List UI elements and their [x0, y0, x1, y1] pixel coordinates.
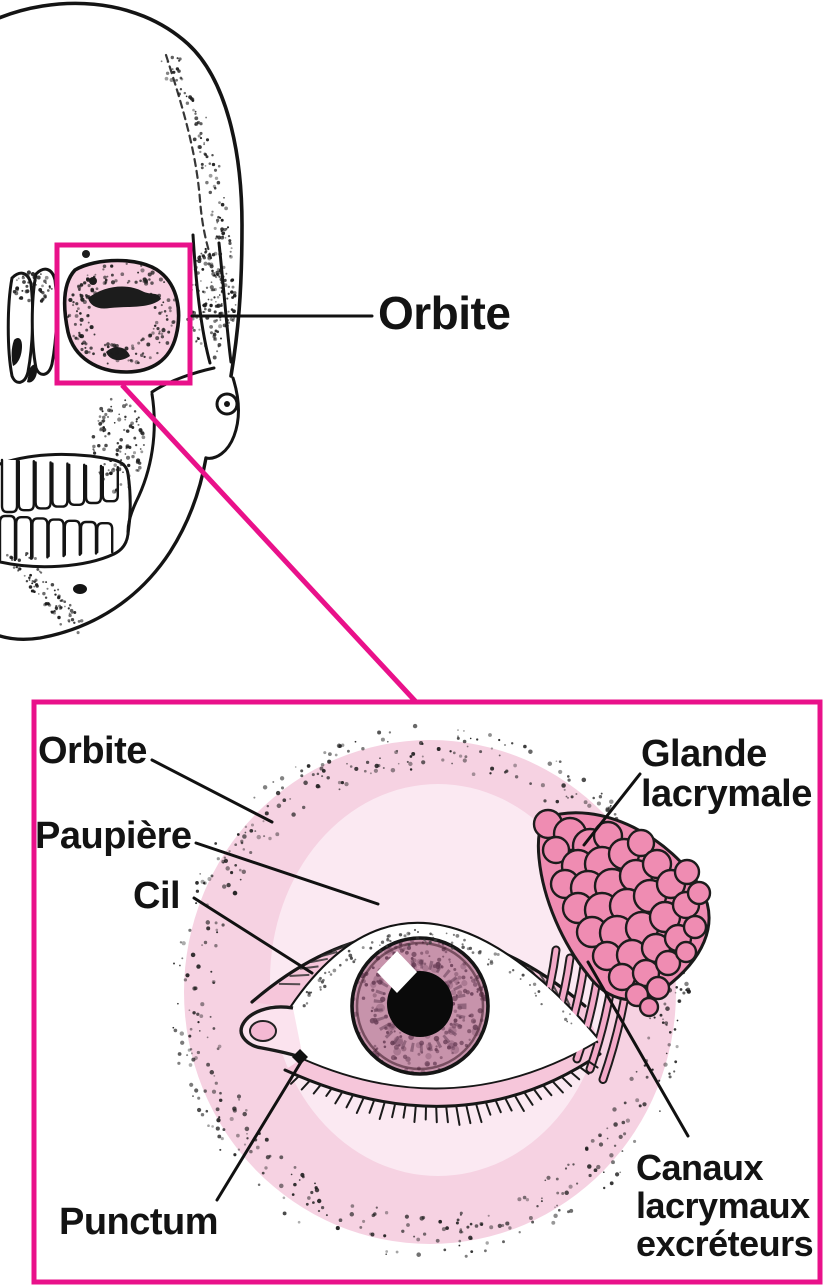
label-orbite-eye: Orbite [38, 730, 147, 772]
label-glande-lacrymale: Glande lacrymale [641, 733, 812, 816]
ear-canal-center [224, 401, 230, 407]
stipple-texture-ring [172, 723, 691, 1258]
leader-lines [150, 314, 690, 1202]
mastoid-outline [204, 376, 240, 460]
eye-panel [31, 699, 823, 1285]
leader-paupiere [194, 841, 380, 906]
caruncle [249, 1020, 277, 1042]
sclera-shadow-stipple [302, 928, 573, 1025]
lacrimal-gland [532, 808, 712, 1018]
label-cil: Cil [133, 875, 181, 917]
teeth [0, 458, 119, 562]
stipple-shading [5, 55, 237, 635]
mental-foramen [73, 584, 87, 594]
orbit-frame-box [54, 242, 193, 386]
temporal-line [191, 233, 212, 365]
panel-frame [31, 699, 823, 1285]
lower-gumline [0, 532, 130, 569]
eyelash-group-lower [290, 1060, 599, 1126]
coronal-suture [164, 53, 213, 260]
label-punctum: Punctum [59, 1201, 219, 1243]
inner-canthus [239, 1005, 308, 1065]
nasal-bones [6, 267, 59, 384]
gum-back-edge [126, 472, 132, 536]
leader-canaux [586, 960, 690, 1138]
pupil [387, 971, 453, 1037]
leader-orbite-panel [150, 758, 274, 824]
leader-cil [192, 896, 314, 975]
zoom-connector-line [120, 383, 419, 705]
label-canaux-lacrymaux: Canaux lacrymaux excréteurs [636, 1147, 814, 1265]
cranium-outline [0, 1, 244, 378]
label-orbite-skull: Orbite [378, 287, 511, 339]
eye-highlight [377, 951, 417, 993]
orbital-fissure [88, 286, 161, 309]
zygomatic-arch-lower [150, 366, 216, 394]
mandible-ramus [0, 456, 208, 642]
zygomatic-arch [217, 241, 233, 364]
skull-illustration [0, 1, 244, 642]
label-paupiere: Paupière [35, 815, 192, 857]
punctum-dot [292, 1049, 308, 1065]
orbit-highlight [62, 250, 181, 374]
leader-punctum [215, 1060, 303, 1202]
leader-glande [582, 772, 642, 847]
